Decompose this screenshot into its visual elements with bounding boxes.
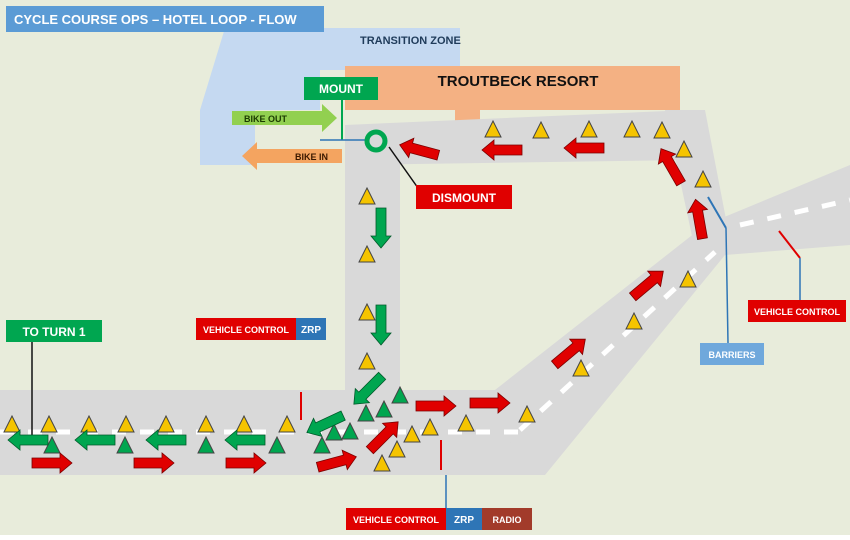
transition-zone-area [200,28,460,165]
vehicle-control-right-label: VEHICLE CONTROL [754,307,841,317]
radio-box [482,508,532,530]
dismount-label: DISMOUNT [432,191,497,205]
vehicle-control-line-right [778,230,801,259]
barriers-callout-line [725,227,729,344]
zrp-bottom-box [446,508,482,530]
vehicle-control-bottom-box [346,508,446,530]
vehicle-control-left-label: VEHICLE CONTROL [203,325,290,335]
bike-in-arrow [242,142,342,170]
vehicle-control-bottom-label: VEHICLE CONTROL [353,515,440,525]
zrp-left-box [296,318,326,340]
diagonal-road [495,165,850,475]
zrp-left-label: ZRP [301,325,321,336]
zrp-bottom-label: ZRP [454,515,474,526]
bike-out-label: BIKE OUT [244,114,288,124]
title-box [6,6,324,32]
vehicle-control-right-box [748,300,846,322]
mount-label-box [304,77,378,100]
dismount-callout-line [388,146,419,189]
loop-right-road [665,110,730,250]
transition-zone-label: TRANSITION ZONE [360,35,461,47]
bike-in-label: BIKE IN [295,152,328,162]
resort-label: TROUTBECK RESORT [438,73,599,90]
dismount-ring-icon [364,129,388,153]
to-turn-1-box [6,320,102,342]
vehicle-control-left-box [196,318,296,340]
radio-label: RADIO [493,515,522,525]
barriers-box [700,343,764,365]
barrier-line [707,196,727,229]
to-turn-1-label: TO TURN 1 [22,325,85,339]
troutbeck-resort-building [345,66,680,130]
loop-vertical-road [345,140,400,395]
barriers-label: BARRIERS [708,350,755,360]
dismount-label-box [416,185,512,209]
diagram-title: CYCLE COURSE OPS – HOTEL LOOP - FLOW [14,12,297,27]
bike-out-arrow [232,104,337,132]
mount-label: MOUNT [319,82,364,96]
